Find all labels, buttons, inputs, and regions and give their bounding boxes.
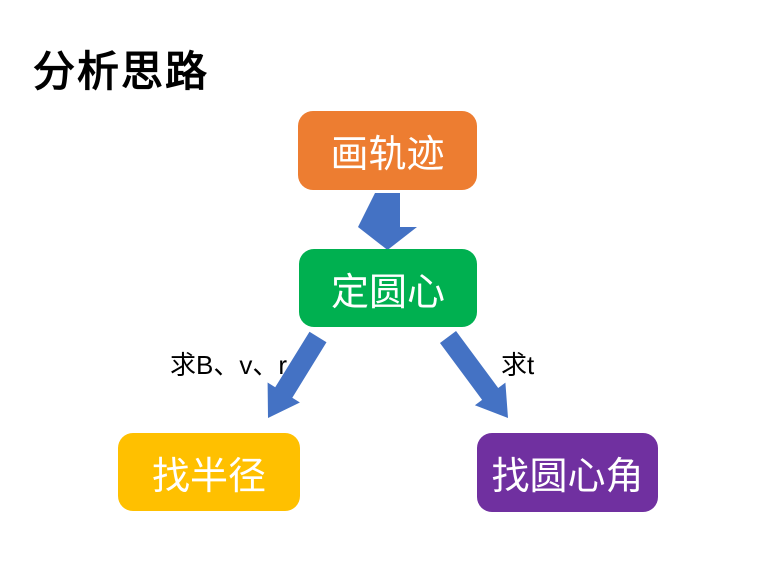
- edge-label-find-central-angle: 求t: [501, 350, 535, 380]
- arrow-down-left-icon: [267, 331, 327, 418]
- arrow-down-left-shape: [267, 331, 327, 418]
- flow-node-fix-center: 定圆心: [299, 249, 477, 327]
- edge-label-find-radius: 求B、v、r: [170, 350, 288, 380]
- arrow-down-icon: [358, 193, 417, 250]
- page-title: 分析思路: [33, 48, 210, 95]
- arrow-down-right-icon: [439, 331, 508, 418]
- flow-node-label: 定圆心: [330, 271, 445, 314]
- flow-node-draw-trajectory: 画轨迹: [298, 111, 477, 190]
- flow-node-label: 找圆心角: [491, 456, 644, 498]
- arrow-down-shape: [358, 193, 417, 250]
- flow-node-label: 找半径: [151, 455, 266, 498]
- flow-node-find-radius: 找半径: [118, 433, 300, 511]
- arrow-down-right-shape: [439, 331, 508, 418]
- flow-node-find-central-angle: 找圆心角: [477, 433, 658, 512]
- flow-node-label: 画轨迹: [330, 134, 445, 176]
